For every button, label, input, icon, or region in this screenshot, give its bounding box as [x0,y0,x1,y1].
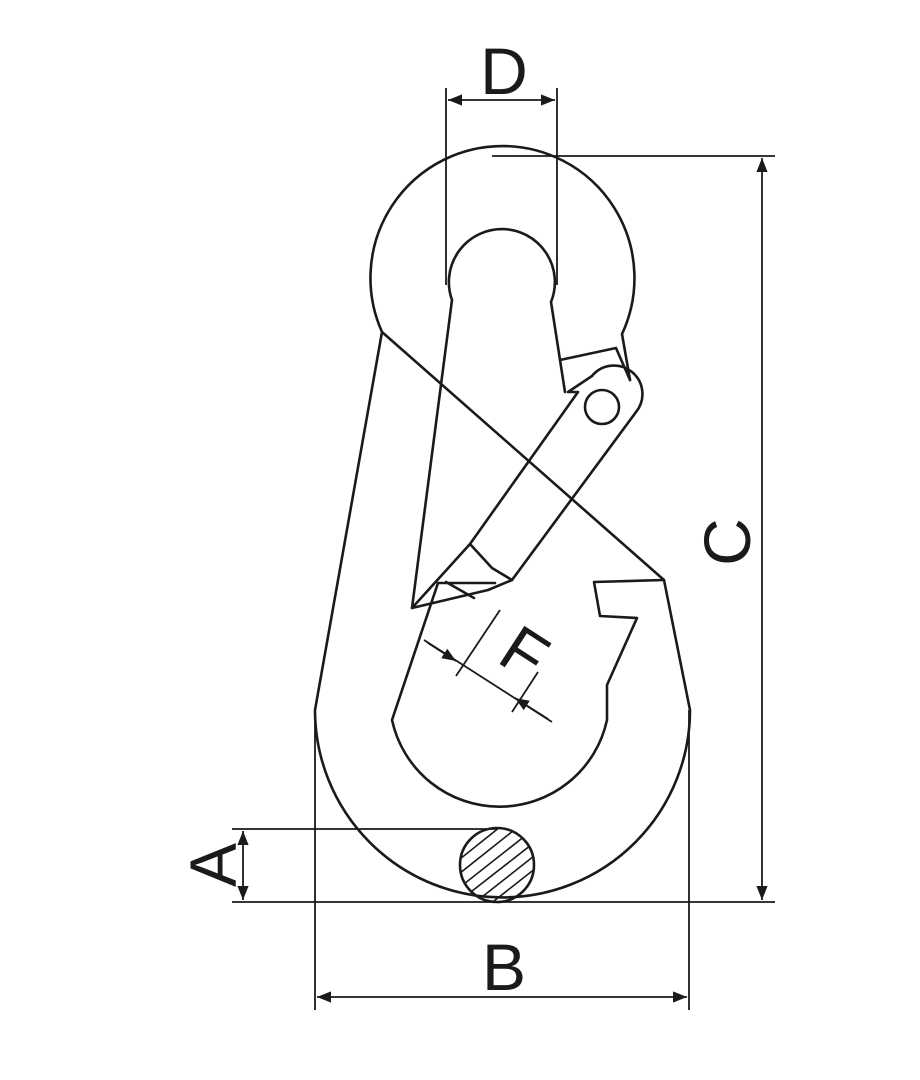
gate-tip [410,542,514,610]
dimension-d: D [445,34,558,285]
gate-hinge-plate [558,346,632,382]
dim-label-d: D [480,34,528,108]
dim-label-c: C [690,518,764,566]
dim-label-f: F [487,611,561,695]
dimension-f: F [423,609,562,723]
gate-body [468,364,644,582]
hook-outer-outline [313,144,692,899]
dim-label-a: A [176,843,250,887]
wire-cross-section [458,826,536,904]
dim-label-b: B [482,930,526,1004]
hook-inner-eye [390,227,666,808]
dimension-b: B [314,710,690,1010]
dimension-a: A [176,828,540,903]
dimension-c: C [492,155,775,903]
gate-pivot-hole [583,388,621,426]
spring-gate [410,346,644,610]
